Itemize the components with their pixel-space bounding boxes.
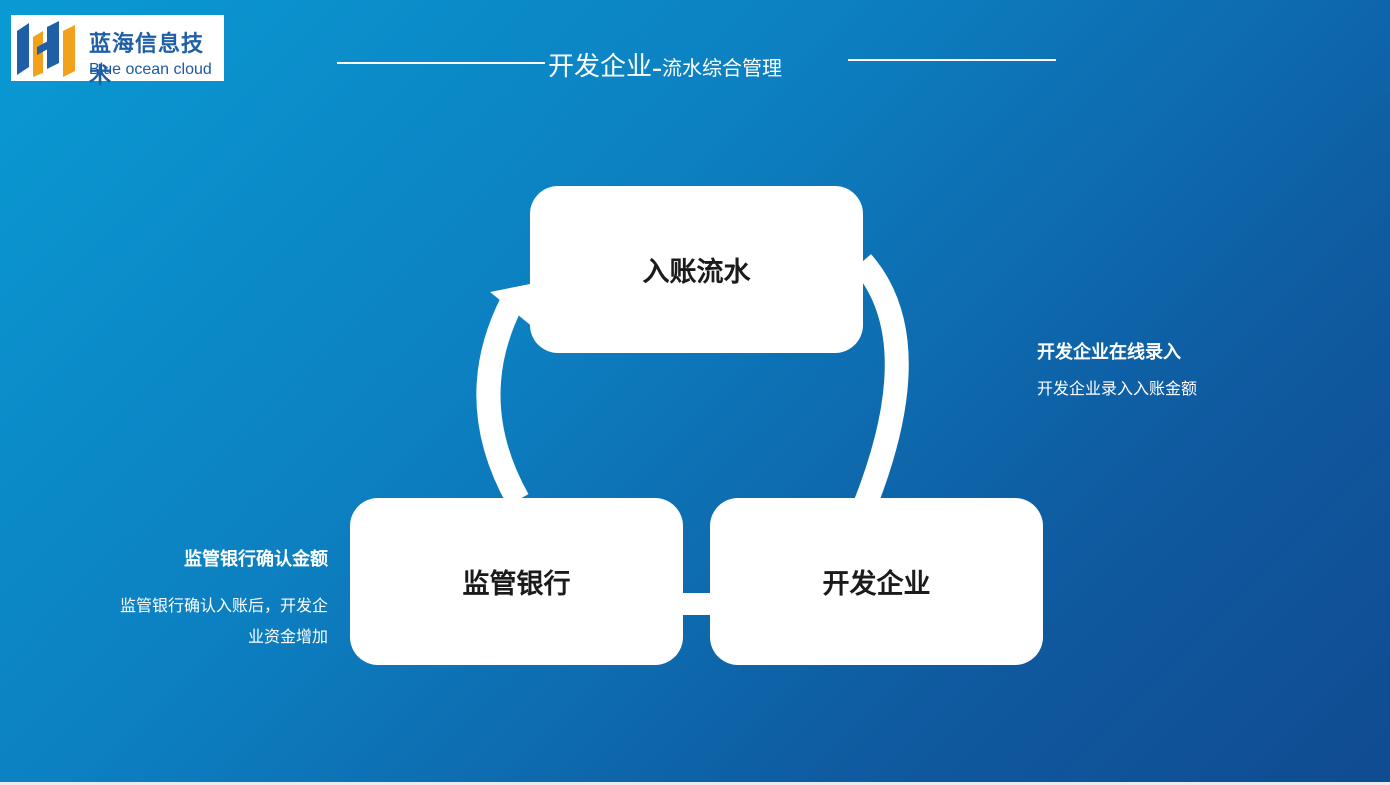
title-right-rule [848,59,1056,61]
node-right-label: 开发企业 [822,569,931,600]
arc-top-to-right [852,254,909,510]
company-logo: 蓝海信息技术 Blue ocean cloud [11,15,224,89]
right-note-desc: 开发企业录入入账金额 [1037,379,1198,398]
right-note-title: 开发企业在线录入 [1037,342,1181,363]
title-left-rule [337,62,545,64]
title-sub: 流水综合管理 [662,56,783,80]
node-top: 入账流水 [530,186,863,353]
title-dash: – [652,56,663,80]
left-note-title: 监管银行确认金额 [184,549,328,570]
arc-left-to-top [476,296,529,506]
node-top-label: 入账流水 [642,257,751,288]
node-left-label: 监管银行 [462,569,571,600]
logo-name-en: Blue ocean cloud [89,61,212,78]
page-title: 开发企业–流水综合管理 [548,46,848,82]
title-main: 开发企业 [548,52,653,82]
arrowhead-icon [490,284,534,328]
left-note-desc-line2: 业资金增加 [247,627,328,646]
logo-name-cn: 蓝海信息技术 [89,32,205,89]
node-left: 监管银行 [350,498,683,665]
logo-mark-icon [17,21,75,77]
node-right: 开发企业 [710,498,1043,665]
left-note-desc-line1: 监管银行确认入账后，开发企 [119,596,328,615]
connector-bottom [680,593,714,615]
bottom-strip [0,782,1390,785]
